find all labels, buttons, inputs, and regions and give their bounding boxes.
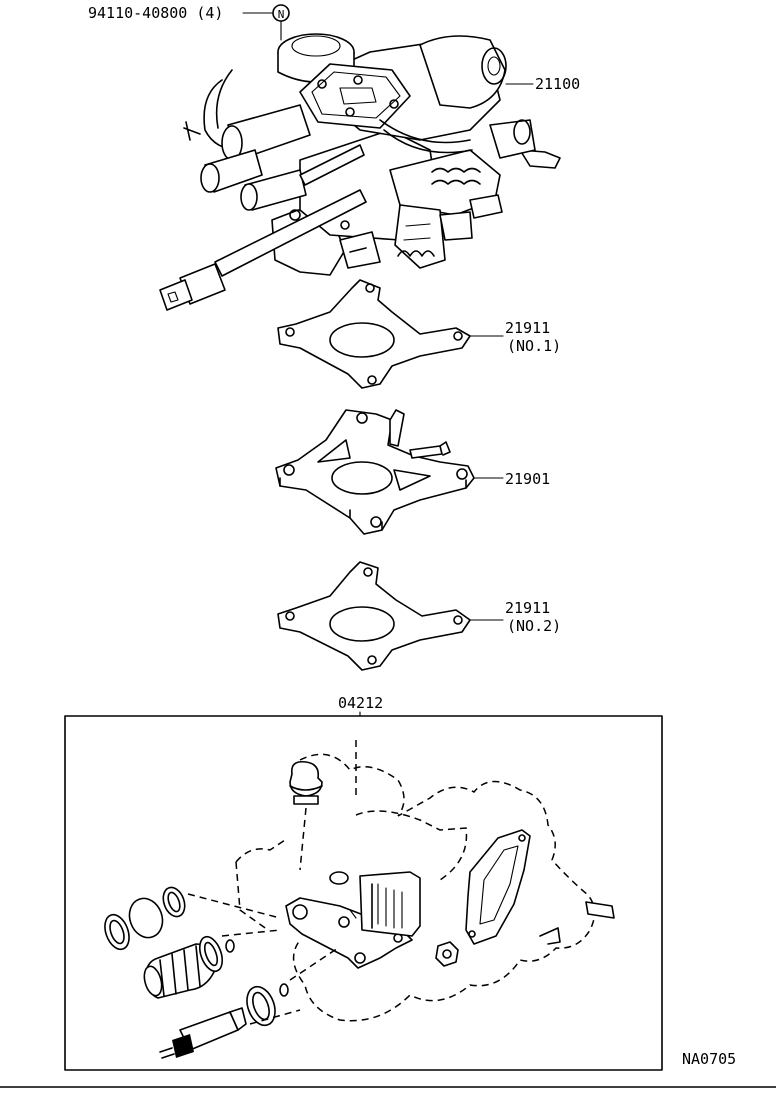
gasket-no2 [277,561,471,671]
bolt-part-number: 94110-40800 (4) [88,4,223,22]
insulator-part-number: 21901 [505,470,550,488]
carburetor-part-number: 21100 [535,75,580,93]
gasket-no2-note: (NO.2) [507,617,561,635]
new-part-marker-letter: N [278,8,285,21]
carburetor-assembly [159,33,561,311]
figure-code: NA0705 [682,1050,736,1068]
kit-part-number: 04212 [338,694,383,712]
kit-contents [104,740,615,1059]
insulator [275,409,475,535]
gasket-no2-part-number: 21911 [505,599,550,617]
gasket-no1 [277,279,471,389]
gasket-no1-part-number: 21911 [505,319,550,337]
gasket-no1-note: (NO.1) [507,337,561,355]
kit-frame [64,715,663,1071]
